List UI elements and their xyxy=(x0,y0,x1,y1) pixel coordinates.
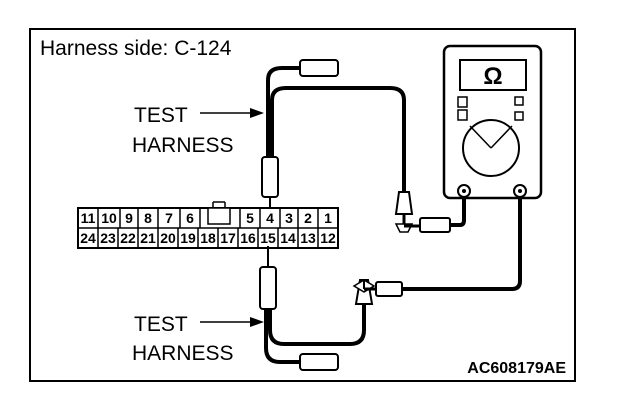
meter-display xyxy=(459,59,527,91)
pin-label: 6 xyxy=(186,210,194,226)
pin-label: 18 xyxy=(200,230,216,246)
top-harness-plug xyxy=(299,59,339,77)
pin-label: 22 xyxy=(120,230,136,246)
meter-probe-negative xyxy=(364,195,522,297)
label-arrow-bottom xyxy=(200,317,264,327)
pin-label: 19 xyxy=(180,230,196,246)
pin-label: 8 xyxy=(144,210,152,226)
bottom-alligator-clip xyxy=(352,279,376,305)
pin-label: 10 xyxy=(101,210,117,226)
pin-label: 11 xyxy=(81,210,96,226)
top-probe-boot xyxy=(261,156,279,198)
test-harness-top-line2: HARNESS xyxy=(132,134,234,157)
test-harness-bottom-line1: TEST xyxy=(134,313,188,336)
bottom-harness-plug xyxy=(299,353,339,371)
test-harness-bottom xyxy=(264,304,366,364)
pin-label: 23 xyxy=(100,230,116,246)
pin-label: 20 xyxy=(160,230,176,246)
ohmmeter: Ω xyxy=(442,44,543,200)
pin-label: 15 xyxy=(260,230,276,246)
figure-frame xyxy=(29,28,576,382)
bottom-probe-boot xyxy=(259,266,277,310)
pin-label: 2 xyxy=(304,210,312,226)
test-harness-top-line1: TEST xyxy=(134,104,188,127)
test-harness-bottom-line2: HARNESS xyxy=(132,342,234,365)
pin-label: 1 xyxy=(324,210,332,226)
pin-label: 3 xyxy=(285,210,293,226)
pin-label: 5 xyxy=(246,210,254,226)
pin-label: 4 xyxy=(266,210,274,226)
pin-label: 17 xyxy=(220,230,236,246)
meter-probe-positive xyxy=(404,195,466,233)
connector-c-124: 11 10 9 8 7 6 5 4 3 2 1 24 23 22 21 20 1… xyxy=(77,201,339,249)
test-harness-top xyxy=(266,66,406,192)
figure-title: Harness side: C-124 xyxy=(40,37,232,60)
top-alligator-clip xyxy=(394,191,414,233)
pin-label: 13 xyxy=(300,230,316,246)
connector-lock-tab xyxy=(207,207,231,225)
pin-label: 12 xyxy=(320,230,336,246)
pin-label: 16 xyxy=(240,230,256,246)
pin-label: 7 xyxy=(165,210,173,226)
pin-label: 14 xyxy=(280,230,296,246)
pin-label: 24 xyxy=(80,230,96,246)
figure-code: AC608179AE xyxy=(467,360,566,377)
pin-label: 9 xyxy=(125,210,133,226)
label-arrow-top xyxy=(200,108,264,118)
ohm-symbol: Ω xyxy=(483,63,502,90)
pin-label: 21 xyxy=(140,230,156,246)
